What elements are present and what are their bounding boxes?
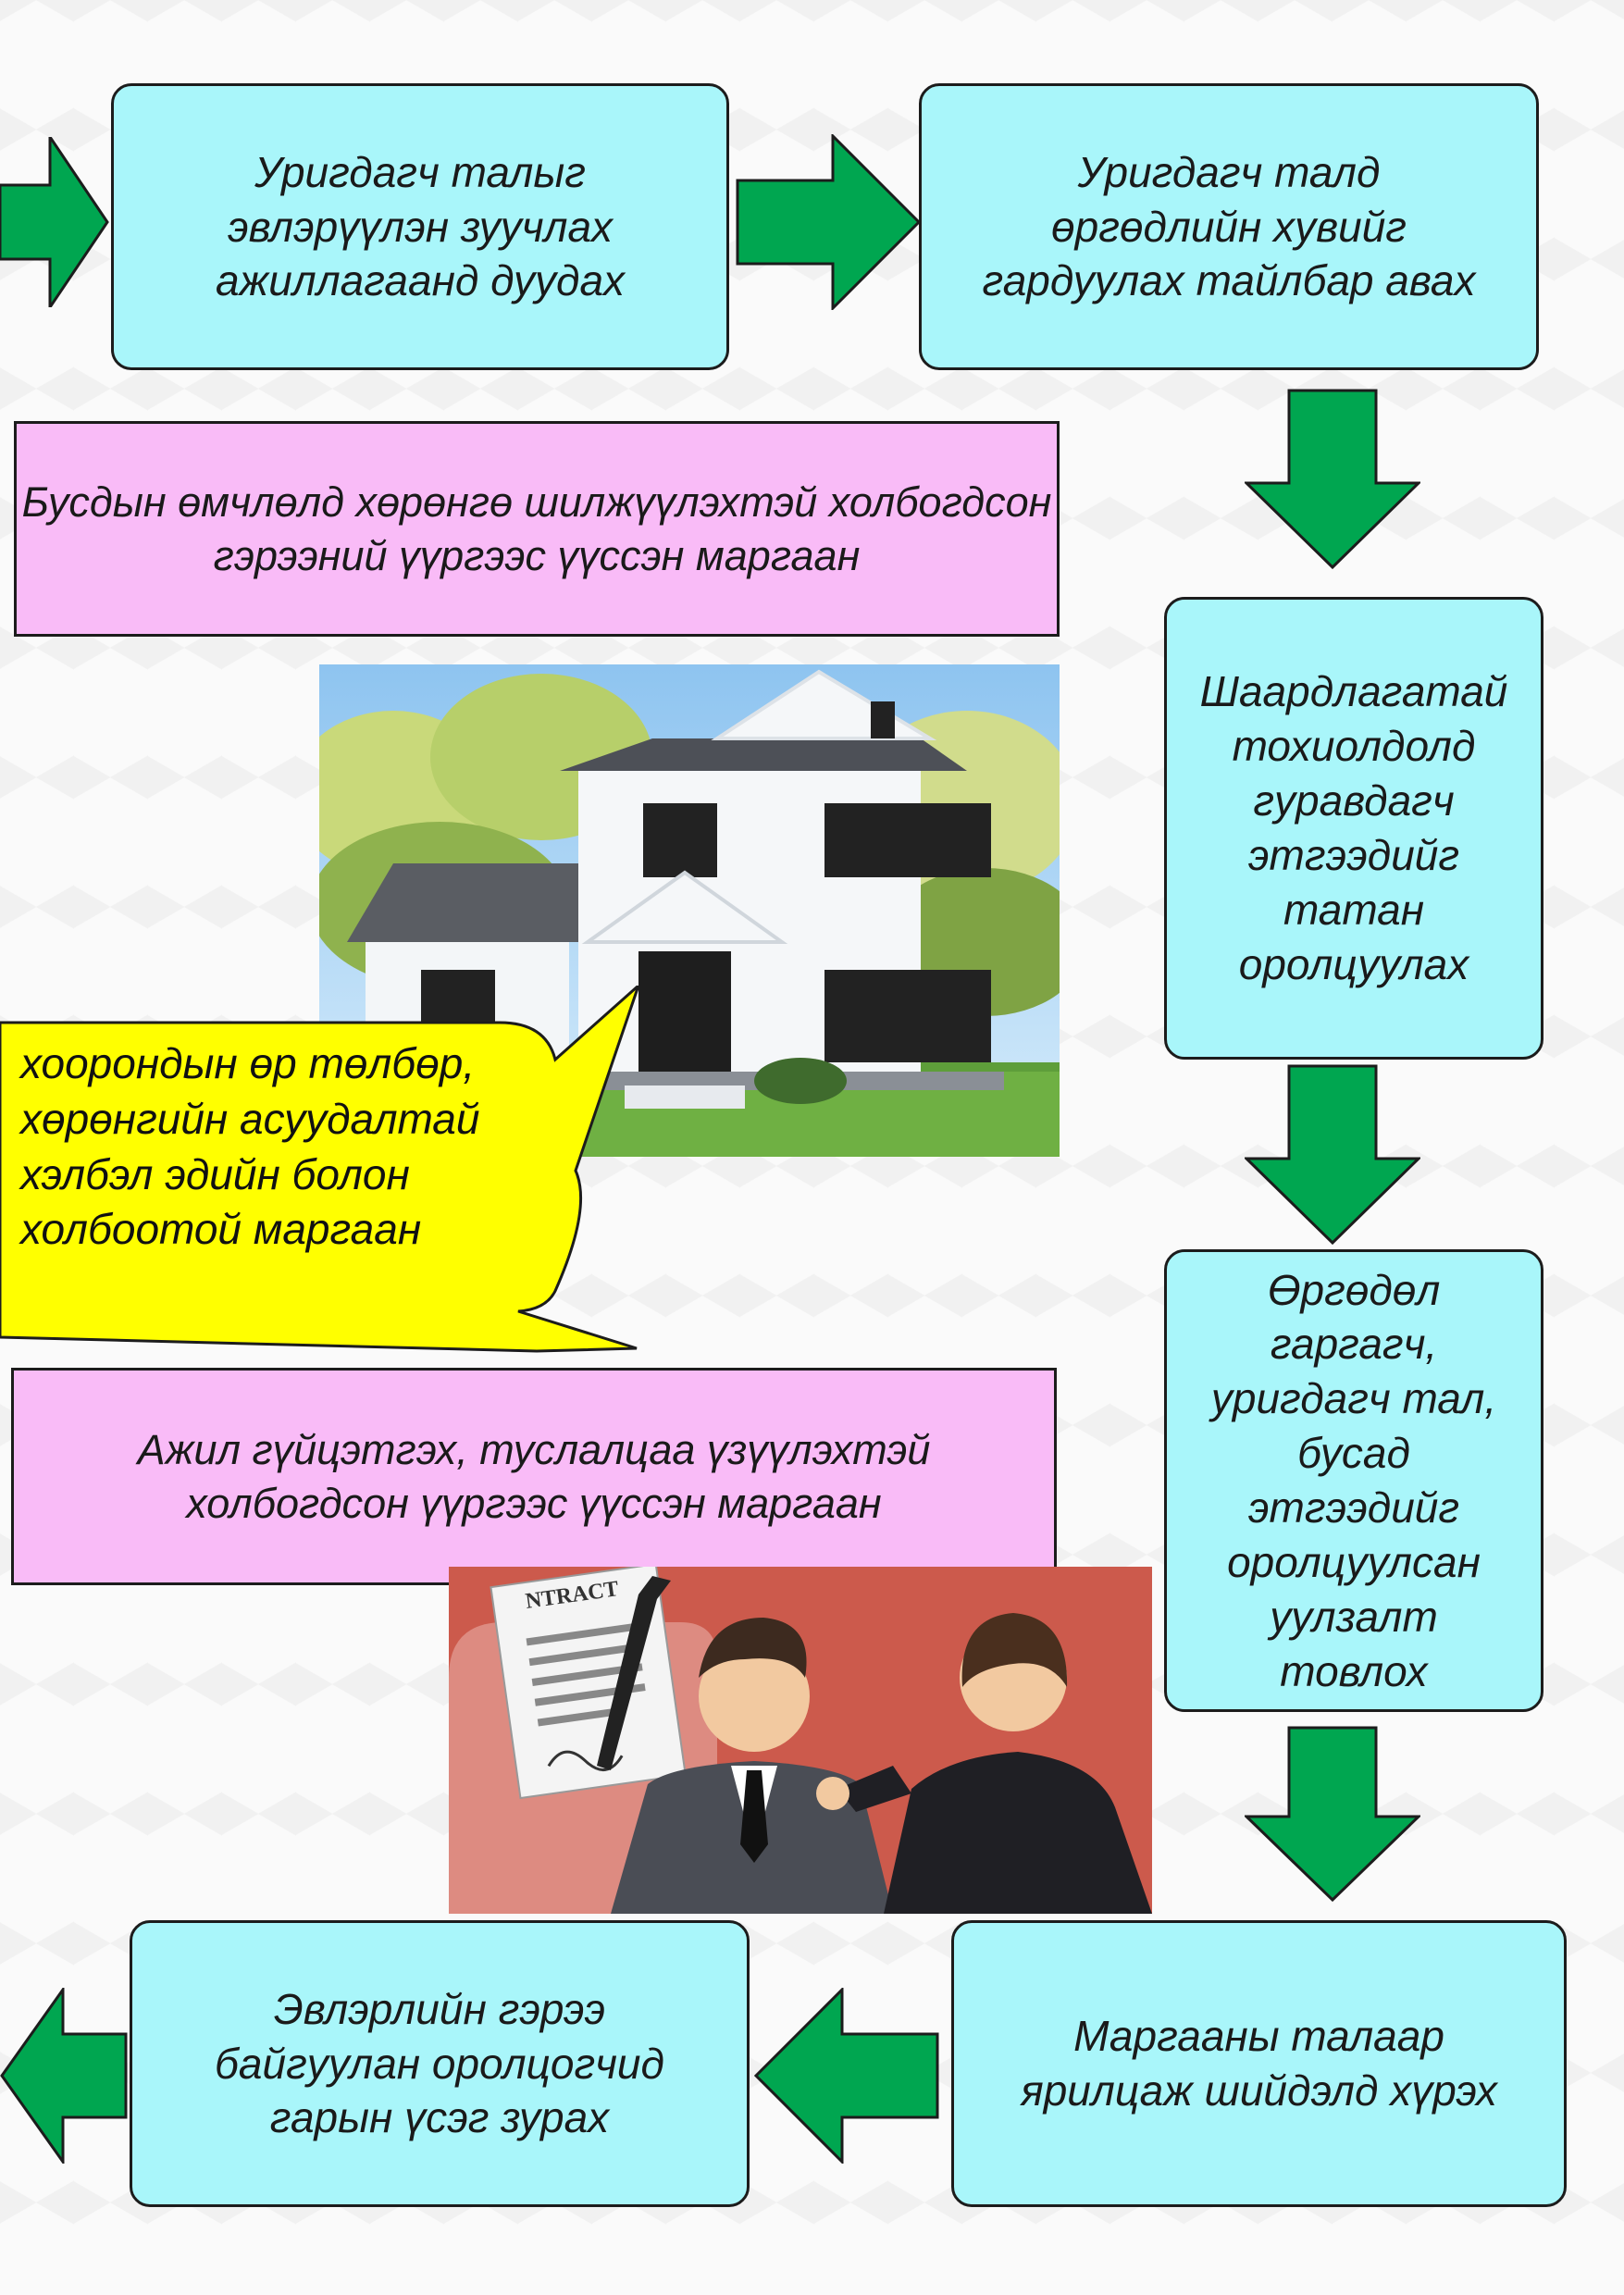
step-box-reach-solution: Маргааны талаар ярилцаж шийдэлд хүрэх [951,1920,1567,2207]
step-text: Эвлэрлийн гэрээ байгуулан оролцогчид гар… [215,1984,664,2142]
callout-text: хоорондын өр төлбөр, хөрөнгийн асуудалта… [20,1039,480,1254]
step-box-deliver-application: Уригдагч талд өргөдлийн хувийг гардуулах… [919,83,1539,370]
arrow-down-icon [1245,389,1420,569]
step-text: Уригдагч талд өргөдлийн хувийг гардуулах… [982,147,1476,305]
contract-meeting-illustration: NTRACT [449,1567,1152,1914]
step-box-sign-agreement: Эвлэрлийн гэрээ байгуулан оролцогчид гар… [130,1920,750,2207]
category-text: Бусдын өмчлөлд хөрөнгө шилжүүлэхтэй холб… [21,478,1052,579]
arrow-right-icon [736,134,921,310]
step-text: Шаардлагатай тохиолдолд гуравдагч этгээд… [1199,667,1508,988]
category-text: Ажил гүйцэтгэх, туслалцаа үзүүлэхтэй хол… [137,1425,931,1527]
step-text: Уригдагч талыг эвлэрүүлэн зуучлах ажилла… [215,147,626,305]
arrow-left-icon [754,1988,939,2164]
arrow-down-icon [1245,1726,1420,1902]
arrow-down-icon [1245,1064,1420,1245]
category-box-work-service: Ажил гүйцэтгэх, туслалцаа үзүүлэхтэй хол… [11,1368,1057,1585]
step-box-third-party: Шаардлагатай тохиолдолд гуравдагч этгээд… [1164,597,1543,1060]
step-text: Өргөдөл гаргагч, уригдагч тал, бусад этг… [1210,1265,1497,1695]
step-text: Маргааны талаар ярилцаж шийдэлд хүрэх [1021,2012,1497,2115]
category-box-property-transfer: Бусдын өмчлөлд хөрөнгө шилжүүлэхтэй холб… [14,421,1060,637]
step-box-invite-respondent: Уригдагч талыг эвлэрүүлэн зуучлах ажилла… [111,83,729,370]
callout-bubble [0,986,640,1353]
house-photo-image [319,664,1060,1157]
step-box-schedule-meeting: Өргөдөл гаргагч, уригдагч тал, бусад этг… [1164,1249,1543,1712]
arrow-right-icon [0,137,109,307]
arrow-left-icon [0,1988,128,2164]
